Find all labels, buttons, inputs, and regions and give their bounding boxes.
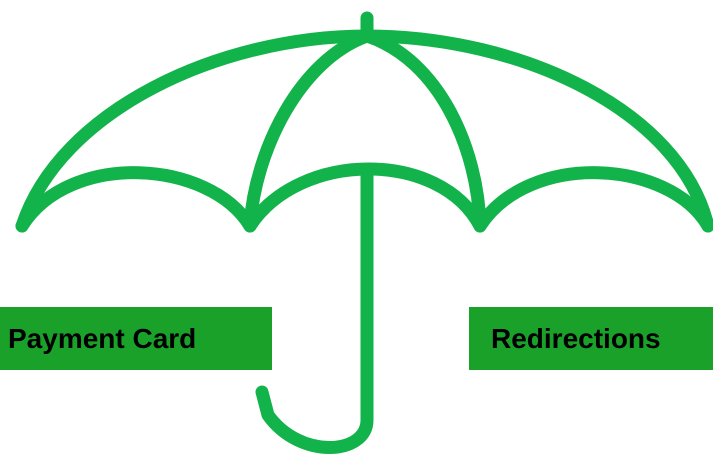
payment-card-text: Payment Card	[8, 322, 197, 354]
umbrella-shaft	[255, 163, 374, 454]
redirections-text: Redirections	[491, 322, 661, 354]
redirections-label: Redirections	[469, 307, 713, 370]
payment-card-label: Payment Card	[0, 307, 272, 370]
umbrella-rib-right	[360, 29, 487, 233]
umbrella-rib-left	[243, 29, 374, 233]
